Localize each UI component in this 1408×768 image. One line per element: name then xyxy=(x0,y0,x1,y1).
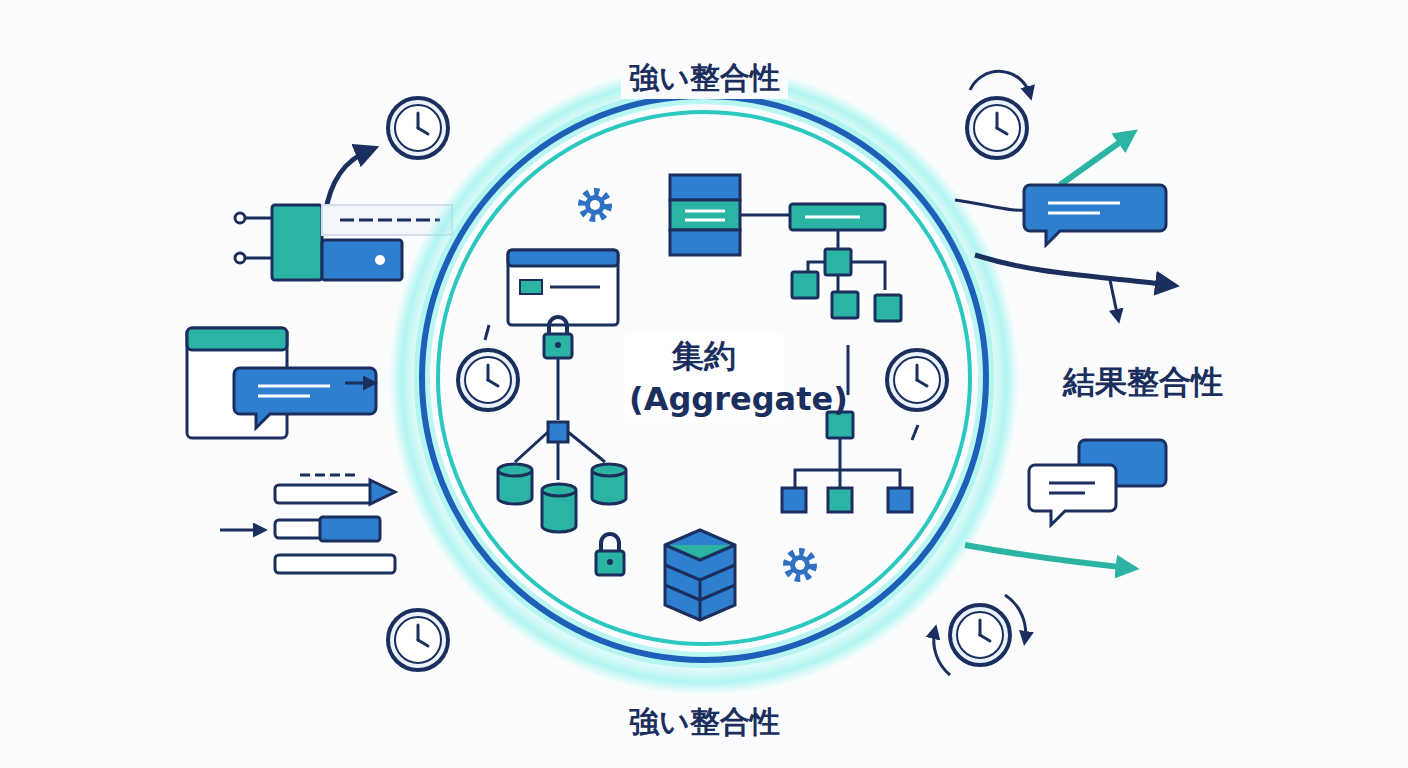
consistency-label: 強い整合性 xyxy=(621,58,788,99)
consistency-label: 強い整合性 xyxy=(621,702,788,743)
node-title: 集約 (Aggregate) xyxy=(623,333,785,423)
consistency-label: 結果整合性 xyxy=(1055,361,1231,405)
aggregate-circle: 集約 (Aggregate) xyxy=(414,88,994,668)
